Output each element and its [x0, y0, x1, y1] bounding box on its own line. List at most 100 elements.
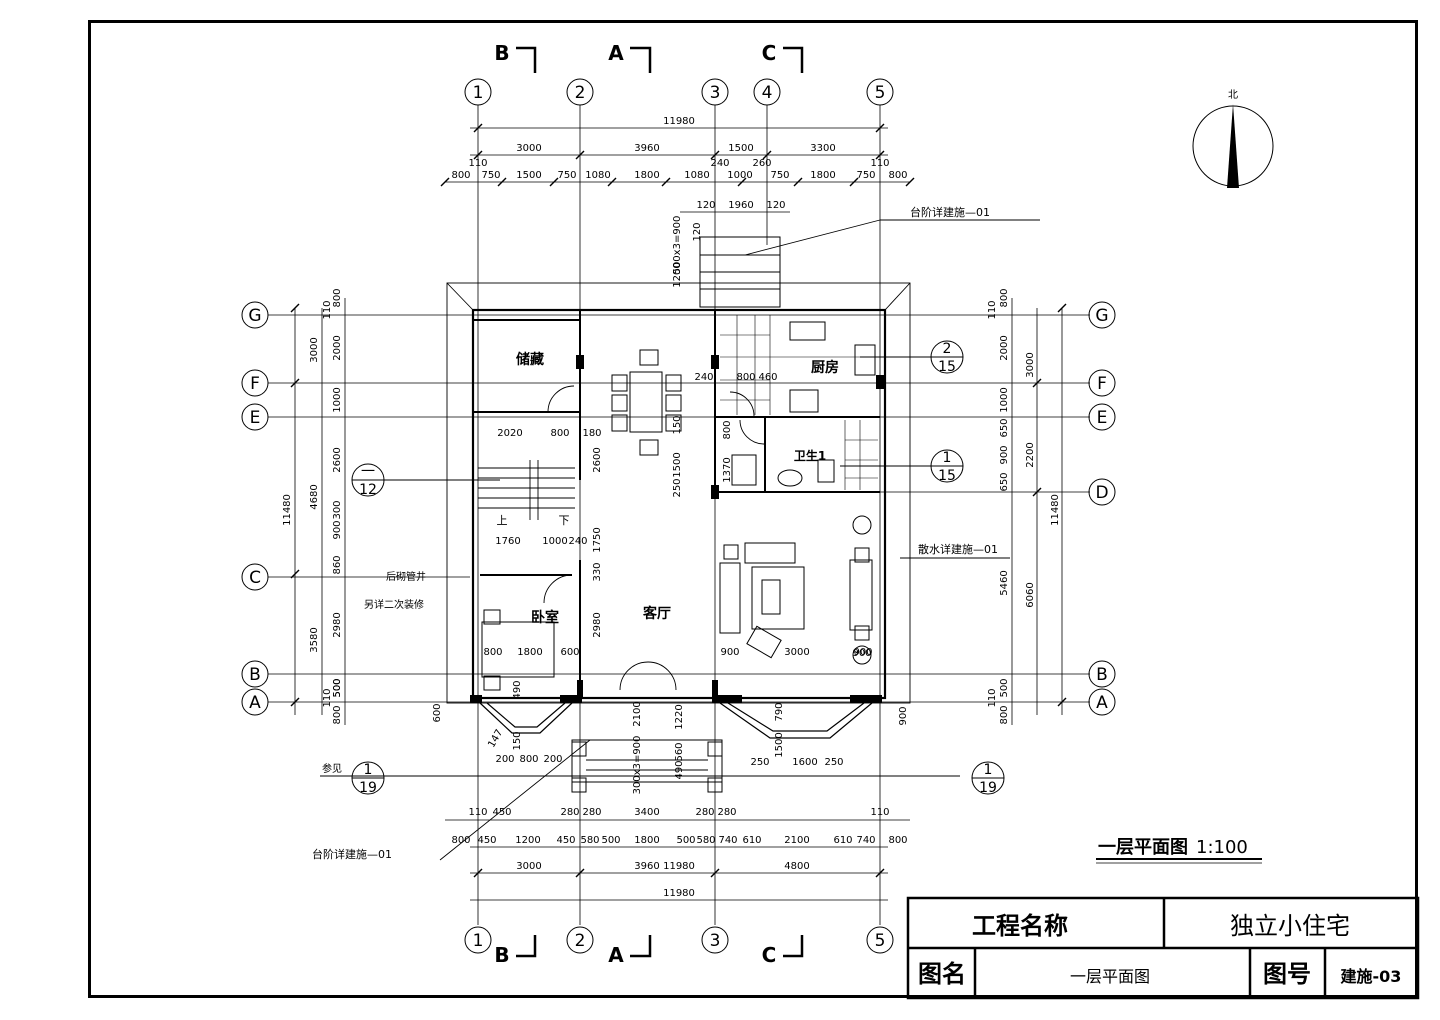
axis-label-e-right: E [1097, 408, 1108, 428]
dim-step-vertical-1: 1200 [672, 262, 683, 287]
title-block-text: 工程名称 独立小住宅 图名 一层平面图 图号 建施-03 [918, 912, 1401, 988]
leader-lines [320, 219, 1040, 861]
note-flue: 后砌管井 [386, 570, 426, 583]
dim-bottom-detail-14: 740 [856, 835, 875, 846]
dim-left-detail-1: 800 [332, 288, 343, 307]
dim-top-detail-9: 750 [770, 170, 789, 181]
axis-label-2-bottom: 2 [575, 931, 586, 951]
dim-bottom-row2-6: 280 [695, 807, 714, 818]
dim-interior-35: 300x3=900 [632, 736, 643, 795]
dim-interior-2: 800 [550, 428, 569, 439]
axis-label-f-right: F [1097, 374, 1107, 394]
dim-bottom-detail-10: 740 [718, 835, 737, 846]
dim-interior-31: 800 [519, 754, 538, 765]
dimension-text: 11980 3000 3960 1500 3300 110 240 260 11… [451, 116, 907, 899]
dim-interior-3: 180 [582, 428, 601, 439]
dim-left-detail-12: 110 [322, 688, 333, 707]
dim-step-vertical-2: 500x3=900 [672, 216, 683, 275]
north-arrow: 北 [1192, 89, 1274, 188]
grid-bubbles-top [464, 78, 894, 106]
dim-interior-7: 240 [568, 536, 587, 547]
axis-label-d-right: D [1095, 483, 1108, 503]
notes: 台阶详建施—01 散水详建施—01 台阶详建施—01 后砌管井 另详二次装修 参… [312, 205, 998, 861]
dim-bottom-detail-4: 450 [556, 835, 575, 846]
axis-label-a-right: A [1096, 693, 1108, 713]
axis-label-g-right: G [1095, 306, 1108, 326]
room-labels: 储藏 厨房 卫生1 卧室 客厅 上 下 [497, 351, 840, 626]
dim-bottom-row2-2: 450 [492, 807, 511, 818]
section-b-bottom: B [494, 943, 509, 967]
title-block-project-label: 工程名称 [972, 912, 1068, 940]
dim-bottom-row2-4: 280 [582, 807, 601, 818]
axis-label-2-top: 2 [575, 83, 586, 103]
dim-right-axis-1: 3000 [1025, 352, 1036, 377]
dim-interior-22: 800 [736, 372, 755, 383]
dim-right-total: 11480 [1050, 494, 1061, 526]
axis-label-5-bottom: 5 [875, 931, 886, 951]
dim-right-axis-2: 2200 [1025, 442, 1036, 467]
dim-bottom-detail-7: 1800 [634, 835, 659, 846]
axis-label-3-top: 3 [710, 83, 721, 103]
dim-right-detail-1: 800 [999, 288, 1010, 307]
dim-interior-24: 150 [672, 415, 683, 434]
dim-top-total: 11980 [663, 116, 695, 127]
dim-right-axis-3: 6060 [1025, 582, 1036, 607]
dim-interior-5: 1760 [495, 536, 520, 547]
axis-label-g-left: G [248, 306, 261, 326]
dimension-text-vertical: 11480 3000 4680 3580 800 2000 1000 2600 … [282, 216, 1061, 725]
title-block-name-label: 图名 [918, 960, 966, 988]
detail-ref-5-sheet: 19 [979, 780, 997, 796]
dim-left-detail-3: 1000 [332, 387, 343, 412]
dim-right-detail-11: 110 [987, 688, 998, 707]
dim-bottom-detail-9: 580 [696, 835, 715, 846]
dim-interior-12: 600 [560, 647, 579, 658]
room-label-bath: 卫生1 [794, 448, 826, 463]
dim-top-detail-4: 750 [557, 170, 576, 181]
stair-up-label: 上 [497, 514, 508, 527]
dim-top-small-1: 110 [468, 158, 487, 169]
dim-interior-25: 900 [898, 706, 909, 725]
grid-bubbles-right [1088, 301, 1116, 716]
dim-interior-9: 330 [592, 562, 603, 581]
bath-tiles [844, 420, 878, 490]
dim-interior-10: 2980 [592, 612, 603, 637]
title-block-project-value: 独立小住宅 [1230, 912, 1350, 940]
dim-interior-34: 1220 [674, 704, 685, 729]
axis-label-f-left: F [250, 374, 260, 394]
living-furniture [719, 515, 873, 665]
dim-bottom-detail-8: 500 [676, 835, 695, 846]
dim-interior-18: 900 [720, 647, 739, 658]
dim-right-detail-6: 650 [999, 472, 1010, 491]
note-steps-top: 台阶详建施—01 [910, 205, 990, 219]
dim-top-detail-2: 750 [481, 170, 500, 181]
dim-left-detail-2: 2000 [332, 335, 343, 360]
dim-top-small-3: 260 [752, 158, 771, 169]
dim-interior-17: 800 [722, 420, 733, 439]
dim-interior-32: 200 [543, 754, 562, 765]
dim-left-detail-5: 900 [332, 520, 343, 539]
dim-bottom-detail-6: 500 [601, 835, 620, 846]
dim-top-axis-1: 3000 [516, 143, 541, 154]
dim-left-detail-7: 860 [332, 555, 343, 574]
dim-step-top-3: 120 [766, 200, 785, 211]
dim-bottom-axis-sum: 11980 [663, 861, 695, 872]
dim-bottom-detail-11: 610 [742, 835, 761, 846]
dim-bottom-axis-3: 4800 [784, 861, 809, 872]
dim-left-detail-8: 2980 [332, 612, 343, 637]
dim-top-detail-10: 1800 [810, 170, 835, 181]
dim-top-detail-6: 1800 [634, 170, 659, 181]
section-a-bottom: A [608, 943, 624, 967]
dim-right-detail-2: 2000 [999, 335, 1010, 360]
dim-step-top-2: 1960 [728, 200, 753, 211]
dim-bottom-total: 11980 [663, 888, 695, 899]
dim-interior-19: 3000 [784, 647, 809, 658]
dim-top-detail-5: 1080 [585, 170, 610, 181]
drawing-title: 一层平面图 1:100 [1096, 837, 1262, 864]
title-block-number-value: 建施-03 [1341, 967, 1402, 986]
dim-interior-39: 250 [750, 757, 769, 768]
dim-interior-23: 460 [758, 372, 777, 383]
bay-windows [479, 702, 873, 739]
dim-top-detail-3: 1500 [516, 170, 541, 181]
dim-interior-26: 600 [432, 703, 443, 722]
